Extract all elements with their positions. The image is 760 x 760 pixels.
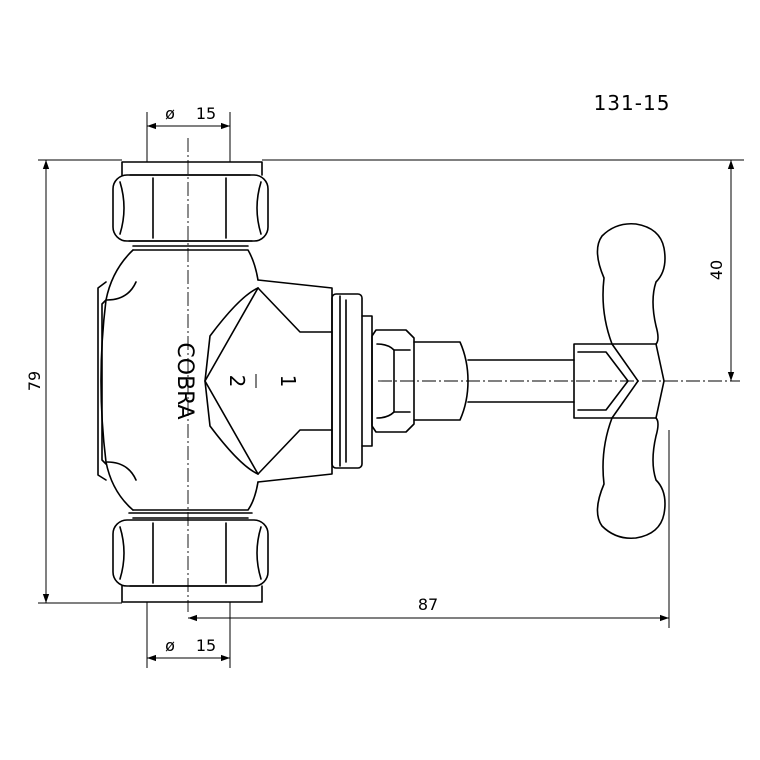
brand-marking: COBRA bbox=[172, 342, 197, 419]
bottom-diameter-value: 15 bbox=[196, 636, 216, 655]
bottom-diameter-symbol: ø bbox=[165, 636, 175, 655]
product-code: 131-15 bbox=[594, 91, 671, 115]
handle-height-dimension: 40 bbox=[262, 159, 744, 381]
top-compression-nut bbox=[112, 161, 269, 247]
top-diameter-symbol: ø bbox=[165, 104, 175, 123]
crosshead-handle bbox=[573, 222, 666, 540]
size-denominator: 2 bbox=[225, 375, 249, 388]
spindle bbox=[467, 359, 575, 403]
valve-body bbox=[97, 249, 373, 511]
height-value: 79 bbox=[25, 371, 44, 391]
top-diameter-dimension: ø 15 bbox=[146, 104, 231, 162]
height-dimension: 79 bbox=[25, 159, 122, 604]
projection-dimension: 87 bbox=[188, 430, 670, 628]
projection-value: 87 bbox=[418, 595, 438, 614]
bottom-compression-nut bbox=[112, 512, 269, 603]
handle-height-value: 40 bbox=[707, 260, 726, 280]
bottom-diameter-dimension: ø 15 bbox=[146, 602, 231, 668]
top-diameter-value: 15 bbox=[196, 104, 216, 123]
size-numerator: 1 bbox=[276, 375, 300, 388]
